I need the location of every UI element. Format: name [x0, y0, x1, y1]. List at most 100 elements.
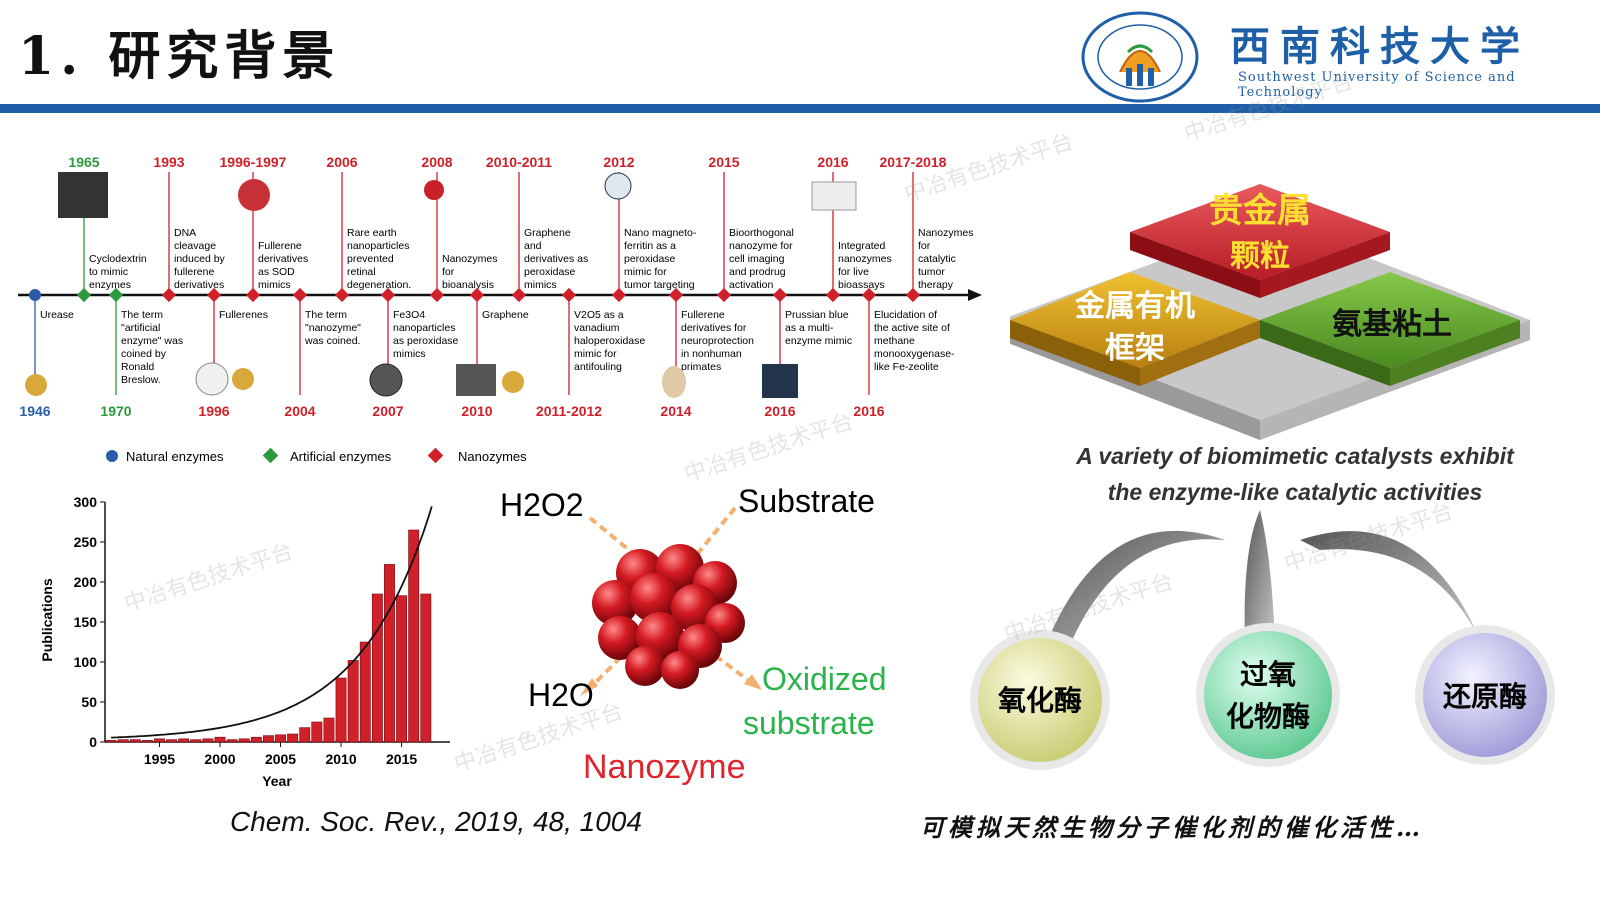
- timeline-event-text: enzymes: [89, 279, 131, 291]
- block-top-line2: 颗粒: [1230, 239, 1290, 274]
- primate-image: [662, 366, 686, 398]
- nobel-medal-icon: [502, 371, 524, 393]
- timeline-event-text: peroxidase: [624, 253, 676, 265]
- timeline-event-text: antifouling: [574, 361, 622, 373]
- timeline-event-text: Fullerene: [681, 309, 725, 321]
- timeline-year: 2015: [708, 154, 739, 170]
- block-mof: 金属有机 框架: [1010, 272, 1260, 386]
- x-tick-label: 1995: [144, 751, 175, 767]
- reference-citation: Chem. Soc. Rev., 2019, 48, 1004: [230, 806, 642, 837]
- timeline-event-text: retinal: [347, 266, 376, 278]
- timeline-event-text: Bioorthogonal: [729, 227, 794, 239]
- timeline-event-text: derivatives for: [681, 322, 747, 334]
- timeline-event-text: tumor targeting: [624, 279, 695, 291]
- timeline-event-text: and prodrug: [729, 266, 786, 278]
- caption-line-2: the enzyme-like catalytic activities: [1107, 479, 1483, 505]
- timeline-year: 2008: [421, 154, 452, 170]
- prussian-blue-image: [762, 364, 798, 398]
- label-substrate: Substrate: [738, 483, 875, 519]
- bar-2016: [408, 529, 420, 743]
- bar-2008: [311, 721, 323, 743]
- timeline-event-text: nanoparticles: [393, 322, 455, 334]
- legend-artificial-marker: [262, 448, 279, 464]
- timeline-event-text: peroxidase: [524, 266, 576, 278]
- bottom-summary-text: 可模拟天然生物分子催化剂的催化活性…: [920, 813, 1424, 842]
- timeline-event-text: was coined.: [304, 335, 360, 347]
- timeline-year: 1993: [153, 154, 184, 170]
- timeline-event-text: Prussian blue: [785, 309, 849, 321]
- y-tick-label: 200: [74, 574, 98, 590]
- label-oxidized: Oxidized: [762, 661, 887, 697]
- timeline-event-text: Breslow.: [121, 374, 161, 386]
- timeline-event-text: mimics: [393, 348, 426, 360]
- timeline-event-text: derivatives as: [524, 253, 588, 265]
- timeline-event-text: "nanozyme": [305, 322, 361, 334]
- timeline-event-text: primates: [681, 361, 721, 373]
- graphene-image: [456, 364, 496, 396]
- curved-arrow-middle: [1244, 510, 1275, 645]
- legend-artificial-label: Artificial enzymes: [290, 449, 392, 464]
- y-tick-label: 150: [74, 614, 98, 630]
- timeline-event-text: and: [524, 240, 542, 252]
- header-bar: [0, 104, 1600, 113]
- timeline-event-text: to mimic: [89, 266, 128, 278]
- bar-1997: [178, 738, 190, 743]
- bar-1992: [117, 739, 129, 743]
- timeline-year: 2016: [764, 403, 795, 419]
- timeline-event-text: bioanalysis: [442, 279, 494, 291]
- catalyst-caption: A variety of biomimetic catalysts exhibi…: [1010, 438, 1580, 510]
- timeline-event-text: neuroprotection: [681, 335, 754, 347]
- timeline-event-text: for: [918, 240, 931, 252]
- timeline-event-text: nanozyme for: [729, 240, 793, 252]
- legend-natural-label: Natural enzymes: [126, 449, 224, 464]
- timeline-event-text: "artificial: [121, 322, 160, 334]
- timeline-event-text: nanozymes: [838, 253, 892, 265]
- timeline-event-text: Nanozymes: [918, 227, 973, 239]
- slide-title: 1. 研究背景: [18, 26, 341, 87]
- timeline-event-text: like Fe-zeolite: [874, 361, 939, 373]
- enzyme-reductase: 还原酶: [1415, 625, 1555, 765]
- nobel-medal-icon: [25, 374, 47, 396]
- timeline-year: 2017-2018: [880, 154, 947, 170]
- bar-2003: [250, 736, 262, 743]
- bar-2014: [384, 564, 395, 743]
- bar-2013: [371, 593, 383, 743]
- enzyme-reductase-label: 还原酶: [1443, 680, 1527, 713]
- timeline-event-text: therapy: [918, 279, 954, 291]
- bar-2015: [396, 595, 408, 743]
- y-tick-label: 250: [74, 534, 98, 550]
- arrowhead-oxidized: [744, 674, 762, 690]
- y-tick-label: 100: [74, 654, 98, 670]
- bar-2005: [275, 734, 286, 743]
- legend-natural-marker: [106, 450, 118, 462]
- enzyme-oxidase: 氧化酶: [970, 630, 1110, 770]
- bar-2006: [287, 733, 299, 743]
- fullerene-derivative-image: [238, 179, 270, 211]
- timeline-event-text: bioassays: [838, 279, 885, 291]
- timeline-year: 2004: [284, 403, 315, 419]
- timeline-year: 2010: [461, 403, 492, 419]
- timeline-event-text: mimics: [524, 279, 557, 291]
- bioassay-image: [811, 181, 857, 211]
- timeline-event-text: degeneration.: [347, 279, 411, 291]
- timeline-event-text: coined by: [121, 348, 167, 360]
- legend-nanozyme-marker: [427, 448, 444, 464]
- curved-arrow-left: [1050, 530, 1225, 645]
- bar-1996: [166, 739, 178, 743]
- fullerene-image: [195, 362, 229, 396]
- timeline-event-text: nanoparticles: [347, 240, 409, 252]
- bar-2004: [262, 735, 274, 743]
- nobel-medal-icon: [232, 368, 254, 390]
- arrow-h2o: [588, 646, 632, 690]
- timeline-event-text: as peroxidase: [393, 335, 459, 347]
- x-axis-label: Year: [262, 773, 292, 789]
